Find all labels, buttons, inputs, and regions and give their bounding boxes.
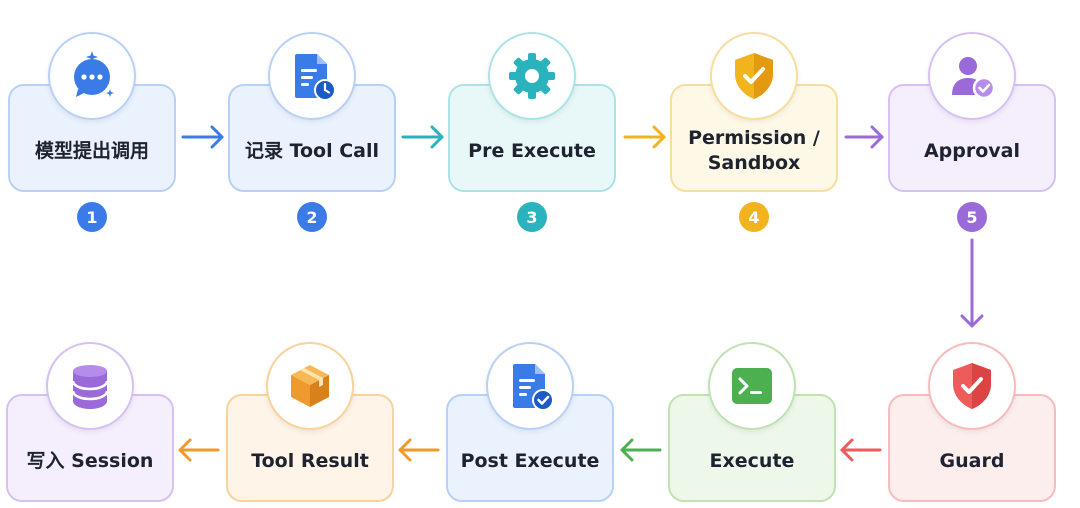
step-label: 记录 Tool Call bbox=[244, 139, 380, 162]
step-label: Post Execute bbox=[460, 449, 600, 472]
step-model-proposes-call: 模型提出调用 1 bbox=[8, 32, 176, 232]
step-label: Execute bbox=[709, 449, 795, 472]
chat-bubble-icon bbox=[48, 32, 136, 120]
step-approval: Approval 5 bbox=[888, 32, 1056, 232]
step-label: Pre Execute bbox=[468, 139, 596, 162]
gear-icon bbox=[488, 32, 576, 120]
step-pre-execute: Pre Execute 3 bbox=[448, 32, 616, 232]
shield-check-icon bbox=[928, 342, 1016, 430]
step-tool-result: Tool Result bbox=[226, 342, 394, 502]
flow-arrow bbox=[178, 438, 220, 462]
shield-icon bbox=[710, 32, 798, 120]
step-label: Permission / Sandbox bbox=[688, 127, 820, 174]
step-number-badge: 3 bbox=[517, 202, 547, 232]
flow-arrow bbox=[960, 238, 984, 328]
step-box: 模型提出调用 bbox=[8, 84, 176, 192]
step-label: Approval bbox=[923, 139, 1021, 162]
step-label: 模型提出调用 bbox=[34, 139, 149, 162]
flow-arrow bbox=[844, 125, 884, 149]
step-execute: Execute bbox=[668, 342, 836, 502]
step-guard: Guard bbox=[888, 342, 1056, 502]
step-write-session: 写入 Session bbox=[6, 342, 174, 502]
flow-arrow bbox=[620, 438, 662, 462]
step-number-badge: 5 bbox=[957, 202, 987, 232]
step-number-badge: 1 bbox=[77, 202, 107, 232]
flow-arrow bbox=[840, 438, 882, 462]
step-box: Guard bbox=[888, 394, 1056, 502]
step-record-tool-call: 记录 Tool Call 2 bbox=[228, 32, 396, 232]
database-icon bbox=[46, 342, 134, 430]
step-number-badge: 2 bbox=[297, 202, 327, 232]
flow-arrow bbox=[401, 125, 444, 149]
document-check-icon bbox=[486, 342, 574, 430]
step-permission-sandbox: Permission / Sandbox 4 bbox=[670, 32, 838, 232]
user-check-icon bbox=[928, 32, 1016, 120]
terminal-icon bbox=[708, 342, 796, 430]
flow-arrow bbox=[398, 438, 440, 462]
step-label: Tool Result bbox=[251, 449, 369, 472]
document-clock-icon bbox=[268, 32, 356, 120]
step-label: 写入 Session bbox=[26, 449, 154, 472]
flow-arrow bbox=[181, 125, 224, 149]
box-icon bbox=[266, 342, 354, 430]
step-post-execute: Post Execute bbox=[446, 342, 614, 502]
flow-arrow bbox=[623, 125, 666, 149]
step-label: Guard bbox=[939, 449, 1005, 472]
step-number-badge: 4 bbox=[739, 202, 769, 232]
